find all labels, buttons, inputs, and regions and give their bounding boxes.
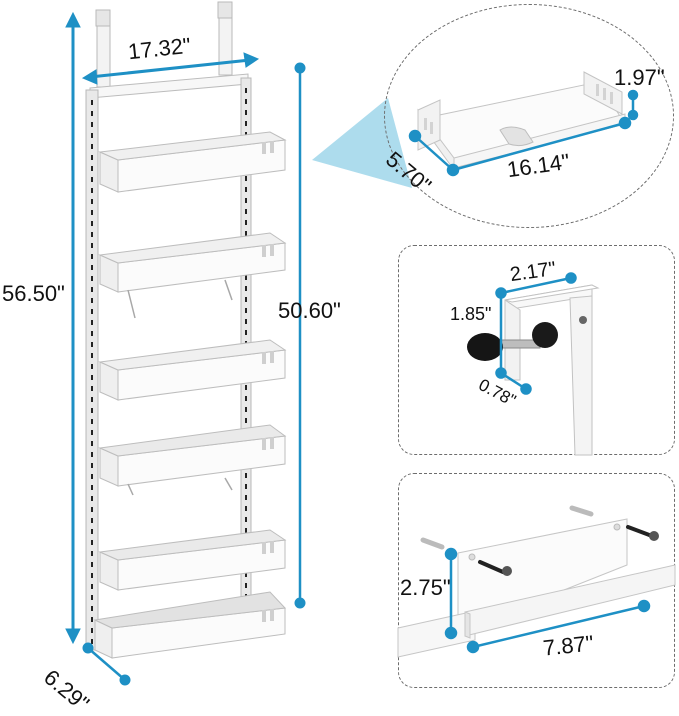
hook-height-label: 1.85" xyxy=(450,304,492,324)
dimension-lines xyxy=(65,11,306,686)
mount-length-label: 7.87" xyxy=(541,630,595,661)
rack-height-label: 50.60" xyxy=(278,298,341,323)
shelf-detail-callout xyxy=(384,4,674,228)
door-hook-illustration xyxy=(467,272,600,456)
shelf-detail-illustration xyxy=(408,71,639,177)
overall-height-label: 56.50" xyxy=(2,281,65,306)
door-hook-icon xyxy=(95,1,233,88)
door-hook-detail-panel xyxy=(398,245,675,455)
shelves xyxy=(93,131,287,659)
shelf-height-label: 1.97" xyxy=(614,65,665,90)
wall-mount-illustration xyxy=(397,505,676,658)
mount-height-label: 2.75" xyxy=(400,575,451,600)
